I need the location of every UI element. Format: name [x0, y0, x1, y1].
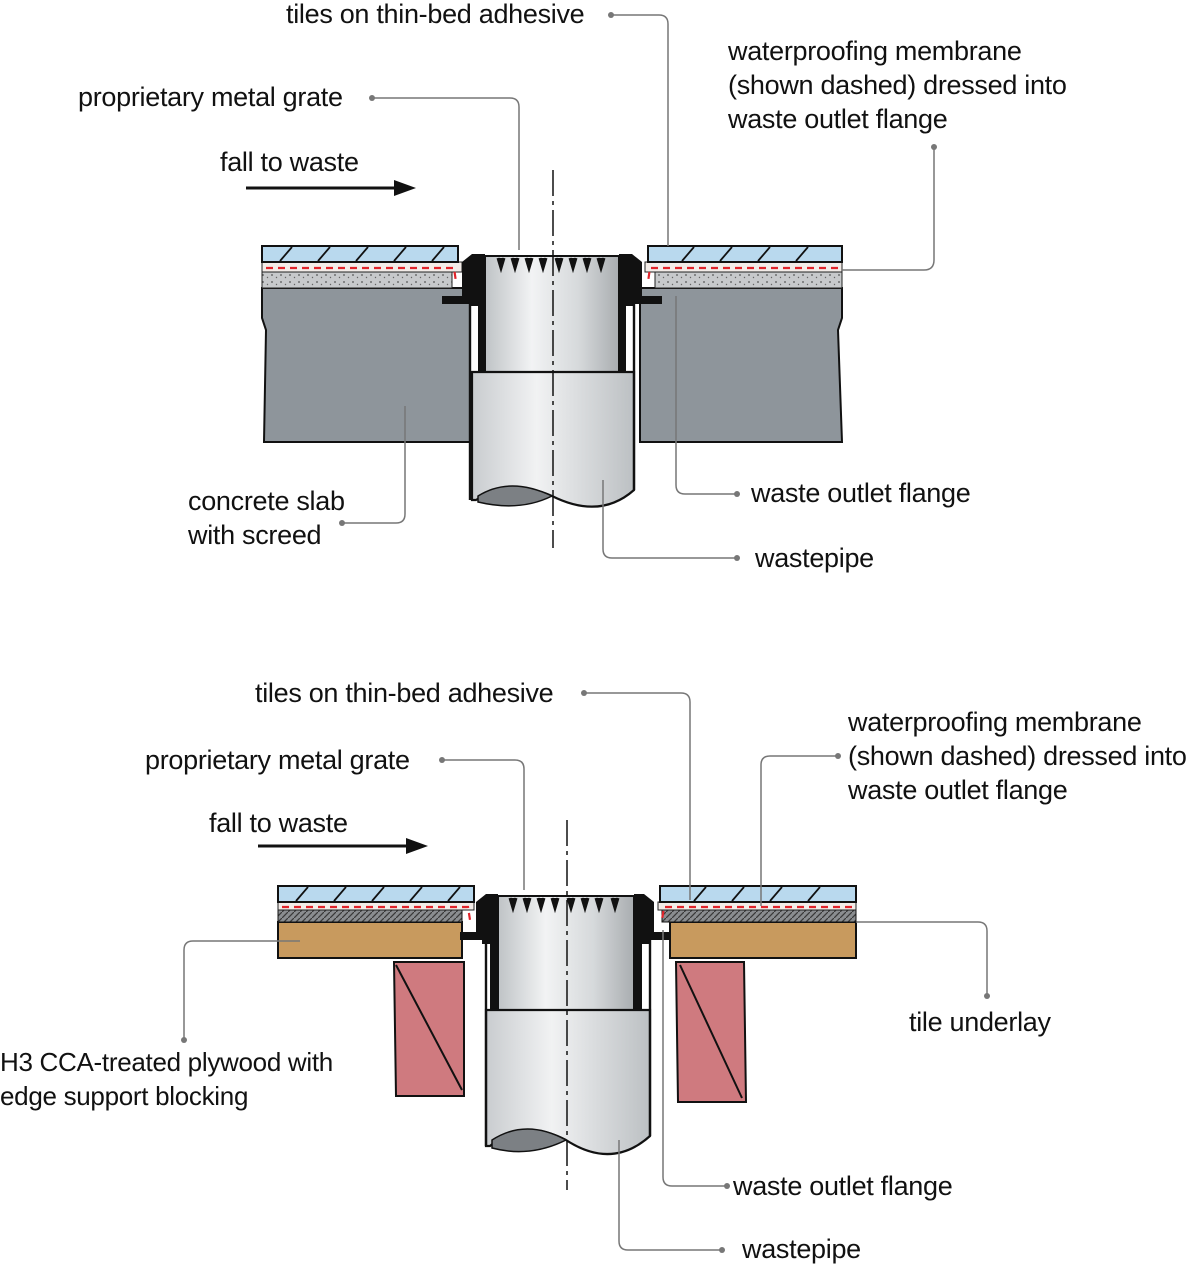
bottom-flange-left-shape — [460, 894, 498, 1010]
bottom-membrane-dashed-left — [282, 905, 472, 921]
bottom-membrane-line-2: (shown dashed) dressed into — [848, 741, 1187, 771]
top-membrane-line-2: (shown dashed) dressed into — [728, 70, 1067, 100]
bottom-grate-label: proprietary metal grate — [145, 745, 410, 775]
bottom-leader-grate — [442, 759, 525, 890]
top-pipe-cut-end — [477, 485, 554, 507]
bottom-section — [181, 690, 990, 1253]
bottom-plywood-left — [277, 921, 463, 959]
bottom-underlay-label: tile underlay — [909, 1007, 1051, 1037]
top-membrane-dashed-left — [266, 266, 458, 283]
bottom-leader-pipe — [618, 1140, 722, 1251]
top-slab-line-1: concrete slab — [188, 486, 345, 516]
top-waste-outlet-flange-shape — [442, 254, 485, 372]
bottom-tiles-label: tiles on thin-bed adhesive — [255, 678, 554, 708]
top-membrane-line-3: waste outlet flange — [728, 104, 948, 134]
bottom-leader-tiles — [584, 692, 691, 900]
top-flange-label: waste outlet flange — [751, 478, 971, 508]
top-slab-label: concrete slab with screed — [188, 484, 345, 552]
top-tiles-right — [647, 245, 843, 263]
bottom-pipe-cut-end — [491, 1128, 568, 1153]
top-grate-label: proprietary metal grate — [78, 82, 343, 112]
bottom-plywood-line-1: H3 CCA-treated plywood with — [0, 1047, 333, 1077]
bottom-membrane-line-1: waterproofing membrane — [848, 707, 1142, 737]
top-grate-teeth — [496, 257, 606, 274]
bottom-membrane-label: waterproofing membrane (shown dashed) dr… — [848, 705, 1187, 807]
bottom-joist-right — [674, 961, 748, 1103]
top-leader-membrane — [842, 147, 935, 271]
bottom-leader-dots — [181, 690, 990, 1253]
bottom-membrane-line-3: waste outlet flange — [848, 775, 1068, 805]
bottom-leader-flange — [662, 930, 727, 1187]
bottom-grate-teeth — [508, 897, 620, 914]
bottom-pipe-label: wastepipe — [742, 1234, 861, 1264]
top-tile-joints — [279, 246, 809, 262]
top-leader-pipe — [602, 480, 737, 559]
bottom-underlay-right — [661, 909, 857, 923]
top-membrane-line-1: waterproofing membrane — [728, 36, 1022, 66]
top-flange-right-shape — [619, 254, 662, 372]
bottom-flange-label: waste outlet flange — [733, 1171, 953, 1201]
top-concrete-slab-left — [261, 287, 471, 443]
top-leader-dots — [339, 12, 937, 561]
top-slab-line-2: with screed — [188, 520, 322, 550]
bottom-tile-joints — [295, 886, 821, 902]
top-fall-arrow — [246, 180, 416, 196]
top-screed-right — [654, 271, 843, 289]
top-leader-slab — [342, 406, 406, 524]
top-pipe-label: wastepipe — [755, 543, 874, 573]
top-leader-grate — [372, 97, 520, 250]
bottom-leader-plywood — [183, 940, 300, 1040]
bottom-pipe-walls — [484, 940, 652, 1146]
top-concrete-slab-right — [630, 287, 844, 443]
bottom-plywood-label: H3 CCA-treated plywood with edge support… — [0, 1045, 333, 1113]
bottom-tiles-left — [277, 885, 475, 903]
bottom-membrane-dashed-right — [660, 905, 852, 921]
top-leader-lines — [342, 14, 935, 559]
top-fall-label: fall to waste — [220, 147, 359, 177]
top-leader-flange — [675, 296, 737, 495]
bottom-flange-right-shape — [634, 894, 670, 1010]
bottom-leader-membrane — [760, 755, 838, 906]
top-grate-body — [484, 255, 620, 373]
bottom-leader-lines — [183, 692, 988, 1251]
top-tiles-label: tiles on thin-bed adhesive — [286, 0, 585, 29]
top-leader-tiles — [611, 14, 669, 246]
bottom-tiles-right — [659, 885, 857, 903]
bottom-joist-left — [392, 961, 465, 1097]
bottom-grate-body — [497, 895, 635, 1011]
bottom-plywood-right — [669, 921, 857, 959]
bottom-fall-arrow — [258, 838, 428, 854]
top-tiles-left — [261, 245, 459, 263]
bottom-fall-label: fall to waste — [209, 808, 348, 838]
top-membrane-dashed-right — [646, 266, 838, 283]
bottom-plywood-line-2: edge support blocking — [0, 1081, 249, 1111]
top-screed-left — [261, 271, 453, 289]
bottom-underlay-left — [277, 909, 463, 923]
top-pipe-walls — [468, 302, 636, 500]
top-section — [246, 12, 937, 561]
top-membrane-label: waterproofing membrane (shown dashed) dr… — [728, 34, 1067, 136]
bottom-leader-underlay — [856, 921, 988, 996]
